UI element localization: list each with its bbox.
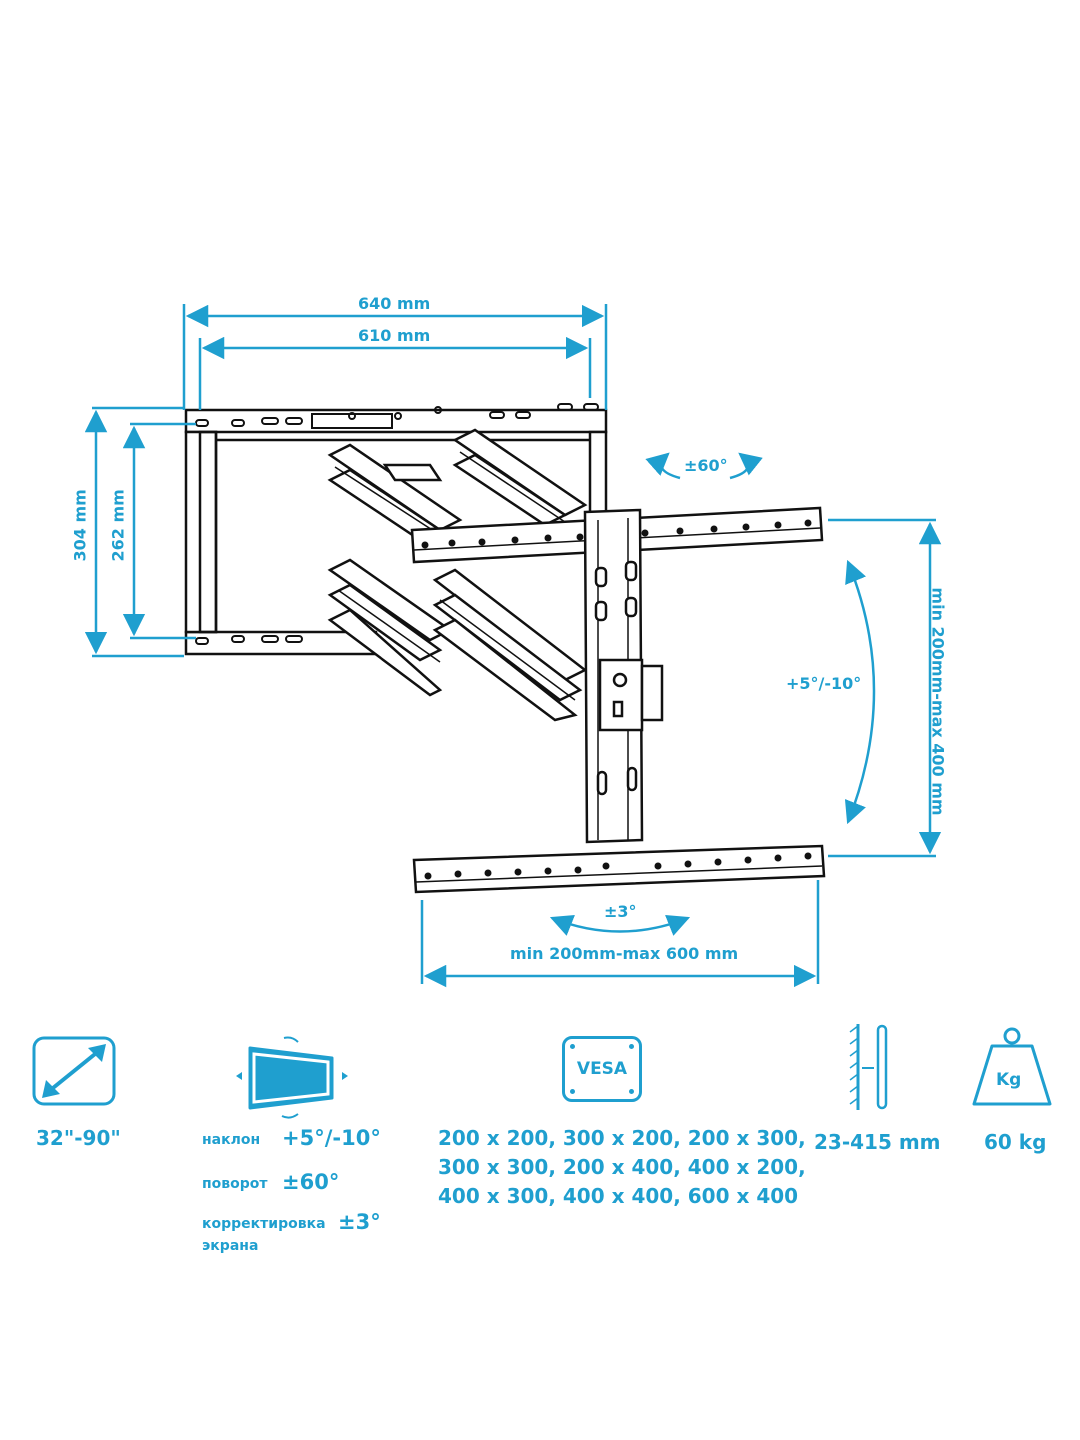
height-outer-label: 304 mm bbox=[70, 489, 90, 562]
tilt-label: +5°/-10° bbox=[786, 674, 862, 693]
tv-mount-drawing bbox=[84, 304, 942, 988]
upper-arms bbox=[327, 428, 588, 542]
vesa-line-2: 300 x 300, 200 x 400, 400 x 200, bbox=[438, 1155, 806, 1179]
lower-tv-rail bbox=[412, 844, 826, 894]
tv-bracket bbox=[583, 508, 664, 844]
wall-distance-value: 23-415 mm bbox=[814, 1130, 941, 1154]
vesa-icon-text: VESA bbox=[576, 1059, 628, 1079]
wall-distance-icon bbox=[849, 1024, 888, 1110]
vesa-line-1: 200 x 200, 300 x 200, 200 x 300, bbox=[438, 1126, 806, 1150]
width-inner-label: 610 mm bbox=[358, 326, 431, 345]
height-inner-label: 262 mm bbox=[108, 489, 128, 562]
dimension-lines bbox=[84, 304, 942, 988]
vesa-icon: VESA bbox=[562, 1036, 642, 1102]
lower-arms bbox=[327, 558, 588, 722]
vertical-range-label: min 200mm-max 400 mm bbox=[928, 587, 948, 816]
weight-icon-text: Kg bbox=[996, 1070, 1022, 1090]
tilt-screen-icon bbox=[236, 1036, 348, 1119]
tilt-value: +5°/-10° bbox=[282, 1126, 381, 1150]
vesa-line-3: 400 x 300, 400 x 400, 600 x 400 bbox=[438, 1184, 799, 1208]
swivel-value: ±60° bbox=[282, 1170, 340, 1194]
swivel-label: ±60° bbox=[684, 456, 728, 475]
swivel-text: поворот bbox=[202, 1176, 268, 1192]
diagonal-arrow-icon bbox=[32, 1036, 116, 1106]
level-value: ±3° bbox=[338, 1210, 381, 1234]
level-label: ±3° bbox=[604, 902, 637, 921]
level-text-line2: экрана bbox=[202, 1238, 259, 1254]
screen-size-value: 32"-90" bbox=[36, 1126, 121, 1150]
width-outer-label: 640 mm bbox=[358, 294, 431, 313]
weight-icon bbox=[972, 1027, 1052, 1106]
horizontal-range-label: min 200mm-max 600 mm bbox=[510, 944, 739, 963]
tilt-text: наклон bbox=[202, 1132, 261, 1148]
level-text-line1: корректировка bbox=[202, 1216, 326, 1232]
load-value: 60 kg bbox=[984, 1130, 1047, 1154]
